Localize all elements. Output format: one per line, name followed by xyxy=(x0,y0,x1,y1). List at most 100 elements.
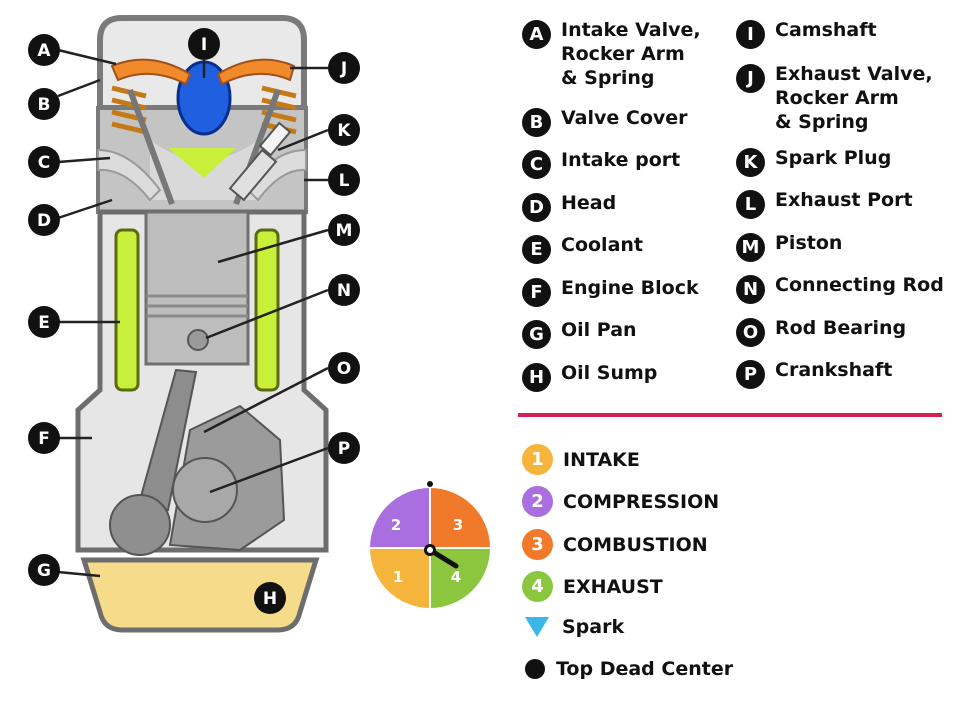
spark-plug-shape xyxy=(228,121,292,202)
legend-top-dead-center: Top Dead Center xyxy=(522,656,733,682)
legend-badge: O xyxy=(736,318,765,347)
legend-label: Engine Block xyxy=(561,277,699,299)
legend-item-F: F Engine Block xyxy=(522,276,699,307)
legend-label: Exhaust Port xyxy=(775,189,913,211)
oil-pan-shape xyxy=(80,557,320,633)
callout-I: I xyxy=(188,28,220,60)
intake-rocker-arm xyxy=(110,58,192,86)
wheel-tdc-dot xyxy=(427,481,433,487)
legend-badge: B xyxy=(522,108,551,137)
wheel-segment-combustion xyxy=(430,488,490,548)
wheel-label-2: 2 xyxy=(391,516,401,534)
wheel-label-1: 1 xyxy=(393,568,403,586)
engine-cutaway-diagram: A B C D E F G H I J K L M N O P xyxy=(28,15,360,633)
callout-K: K xyxy=(328,114,360,146)
legend-label: Exhaust Valve, Rocker Arm & Spring xyxy=(775,63,933,133)
legend-label: Spark Plug xyxy=(775,147,892,169)
stroke-legend-combustion: 3 COMBUSTION xyxy=(522,529,708,560)
callout-M: M xyxy=(328,214,360,246)
svg-text:P: P xyxy=(338,439,350,459)
legend-badge: H xyxy=(522,363,551,392)
stroke-label: COMBUSTION xyxy=(563,533,708,556)
legend-badge: E xyxy=(522,235,551,264)
callout-D: D xyxy=(28,204,60,236)
svg-text:J: J xyxy=(340,59,347,79)
tdc-label: Top Dead Center xyxy=(556,658,734,680)
chamber-highlight-shape xyxy=(168,148,236,178)
legend-badge: N xyxy=(736,275,765,304)
legend-label: Intake Valve, Rocker Arm & Spring xyxy=(561,19,701,89)
legend-badge: F xyxy=(522,278,551,307)
legend-label: Rod Bearing xyxy=(775,317,907,339)
svg-text:B: B xyxy=(38,95,51,115)
legend-label: Valve Cover xyxy=(561,107,688,129)
wheel-segment-exhaust xyxy=(430,548,490,608)
stroke-label: COMPRESSION xyxy=(563,490,720,513)
legend-item-B: B Valve Cover xyxy=(522,106,688,137)
legend-label: Coolant xyxy=(561,234,643,256)
legend-badge: M xyxy=(736,233,765,262)
tdc-dot-icon xyxy=(525,659,545,679)
callout-A: A xyxy=(28,34,60,66)
stroke-badge: 1 xyxy=(522,444,553,475)
callout-F: F xyxy=(28,422,60,454)
callout-G: G xyxy=(28,554,60,586)
svg-text:I: I xyxy=(201,35,207,55)
svg-text:D: D xyxy=(37,211,51,231)
legend-label: Camshaft xyxy=(775,19,877,41)
legend-item-A: A Intake Valve, Rocker Arm & Spring xyxy=(522,18,701,90)
legend-item-L: L Exhaust Port xyxy=(736,188,913,219)
legend-badge: C xyxy=(522,150,551,179)
stroke-legend-intake: 1 INTAKE xyxy=(522,444,640,475)
stroke-label: EXHAUST xyxy=(563,575,663,598)
callout-N: N xyxy=(328,274,360,306)
stroke-legend-exhaust: 4 EXHAUST xyxy=(522,571,663,602)
svg-text:O: O xyxy=(337,359,351,379)
legend-label: Head xyxy=(561,192,617,214)
legend-label: Piston xyxy=(775,232,843,254)
wheel-label-4: 4 xyxy=(451,568,461,586)
svg-text:C: C xyxy=(38,153,50,173)
callout-L: L xyxy=(328,164,360,196)
legend-badge: L xyxy=(736,190,765,219)
svg-text:H: H xyxy=(263,589,277,609)
legend-badge: A xyxy=(522,20,551,49)
legend-label: Intake port xyxy=(561,149,681,171)
legend-item-J: J Exhaust Valve, Rocker Arm & Spring xyxy=(736,62,933,134)
intake-port-shape xyxy=(97,148,162,202)
legend-item-N: N Connecting Rod xyxy=(736,273,944,304)
legend-label: Oil Pan xyxy=(561,319,637,341)
legend-item-G: G Oil Pan xyxy=(522,318,637,349)
callout-O: O xyxy=(328,352,360,384)
stroke-cycle-wheel: 2 3 1 4 xyxy=(370,481,490,608)
legend-item-I: I Camshaft xyxy=(736,18,877,49)
stroke-legend-compression: 2 COMPRESSION xyxy=(522,486,719,517)
callout-C: C xyxy=(28,146,60,178)
spark-label: Spark xyxy=(562,616,625,638)
svg-text:L: L xyxy=(339,171,350,191)
callout-H: H xyxy=(254,582,286,614)
callout-J: J xyxy=(328,52,360,84)
rod-bearing-shape xyxy=(109,494,171,556)
legend-item-O: O Rod Bearing xyxy=(736,316,906,347)
stroke-badge: 2 xyxy=(522,486,553,517)
legend-label: Connecting Rod xyxy=(775,274,944,296)
callout-B: B xyxy=(28,88,60,120)
callout-P: P xyxy=(328,432,360,464)
intake-valve-stem xyxy=(127,88,175,206)
svg-text:A: A xyxy=(37,41,51,61)
svg-text:M: M xyxy=(336,221,353,241)
wheel-label-3: 3 xyxy=(453,516,463,534)
legend-badge: G xyxy=(522,320,551,349)
legend-item-E: E Coolant xyxy=(522,233,643,264)
legend-badge: J xyxy=(736,64,765,93)
svg-text:E: E xyxy=(38,313,50,333)
legend-badge: I xyxy=(736,20,765,49)
leader-lines xyxy=(57,48,329,578)
svg-text:G: G xyxy=(37,561,51,581)
legend-label: Crankshaft xyxy=(775,359,893,381)
